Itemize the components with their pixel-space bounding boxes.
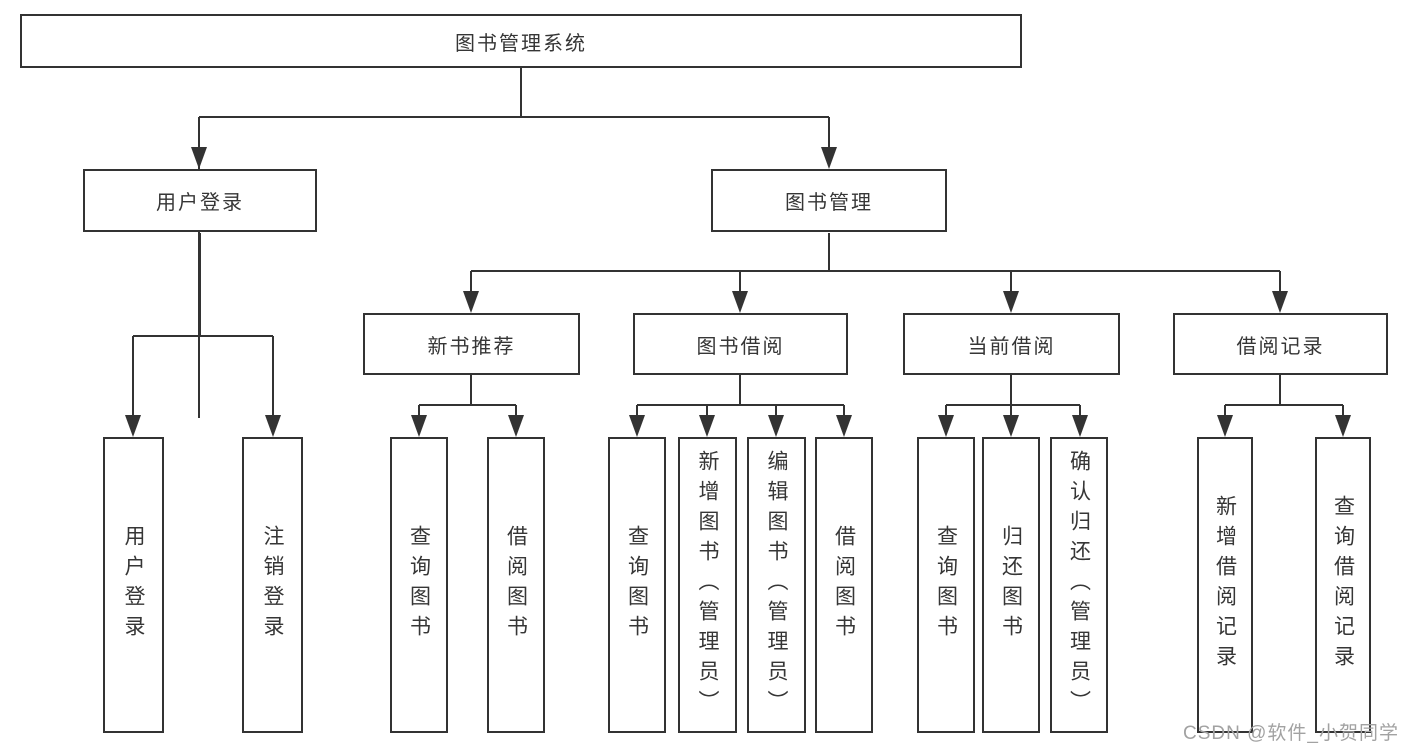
- node-current-borrowing-label: 当前借阅: [967, 335, 1056, 358]
- node-user-login-label: 用户登录: [156, 192, 244, 214]
- node-new-book-recommend: 新书推荐: [363, 313, 580, 375]
- node-book-borrowing: 图书借阅: [633, 313, 848, 375]
- leaf-edit-book-admin-label: 编辑图书（管理员）: [765, 450, 788, 720]
- leaf-query-books-recommend: 查询图书: [390, 437, 448, 733]
- leaf-user-login: 用户登录: [103, 437, 164, 733]
- leaf-query-books-current: 查询图书: [917, 437, 975, 733]
- node-book-borrowing-label: 图书借阅: [696, 335, 785, 358]
- leaf-borrow-books-recommend: 借阅图书: [487, 437, 545, 733]
- node-book-management: 图书管理: [711, 169, 947, 232]
- leaf-borrow-books-recommend-label: 借阅图书: [504, 525, 528, 645]
- leaf-logout: 注销登录: [242, 437, 303, 733]
- leaf-query-books-borrowing: 查询图书: [608, 437, 666, 733]
- leaf-confirm-return-admin: 确认归还（管理员）: [1050, 437, 1108, 733]
- leaf-query-books-recommend-label: 查询图书: [407, 525, 431, 645]
- leaf-add-book-admin-label: 新增图书（管理员）: [696, 450, 719, 720]
- leaf-edit-book-admin: 编辑图书（管理员）: [747, 437, 806, 733]
- node-book-management-label: 图书管理: [785, 192, 873, 214]
- leaf-query-books-current-label: 查询图书: [934, 525, 958, 645]
- leaf-return-book: 归还图书: [982, 437, 1040, 733]
- arrowhead-icons: [125, 147, 1351, 437]
- leaf-return-book-label: 归还图书: [999, 525, 1023, 645]
- leaf-borrow-books-borrowing-label: 借阅图书: [832, 525, 856, 645]
- leaf-borrow-books-borrowing: 借阅图书: [815, 437, 873, 733]
- leaf-query-borrow-record-label: 查询借阅记录: [1331, 495, 1355, 675]
- node-borrowing-records-label: 借阅记录: [1236, 335, 1325, 358]
- leaf-confirm-return-admin-label: 确认归还（管理员）: [1067, 450, 1091, 720]
- leaf-query-borrow-record: 查询借阅记录: [1315, 437, 1371, 733]
- node-user-login: 用户登录: [83, 169, 317, 232]
- node-borrowing-records: 借阅记录: [1173, 313, 1388, 375]
- leaf-user-login-label: 用户登录: [122, 525, 145, 645]
- leaf-logout-label: 注销登录: [261, 525, 284, 645]
- leaf-add-book-admin: 新增图书（管理员）: [678, 437, 737, 733]
- node-root-label: 图书管理系统: [455, 32, 587, 55]
- leaf-add-borrow-record: 新增借阅记录: [1197, 437, 1253, 733]
- watermark: CSDN @软件_小贺同学: [1183, 723, 1399, 744]
- node-new-book-recommend-label: 新书推荐: [427, 335, 516, 358]
- leaf-query-books-borrowing-label: 查询图书: [625, 525, 649, 645]
- node-current-borrowing: 当前借阅: [903, 313, 1120, 375]
- leaf-add-borrow-record-label: 新增借阅记录: [1213, 495, 1237, 675]
- node-root: 图书管理系统: [20, 14, 1022, 68]
- tree-edges: [132, 68, 1344, 418]
